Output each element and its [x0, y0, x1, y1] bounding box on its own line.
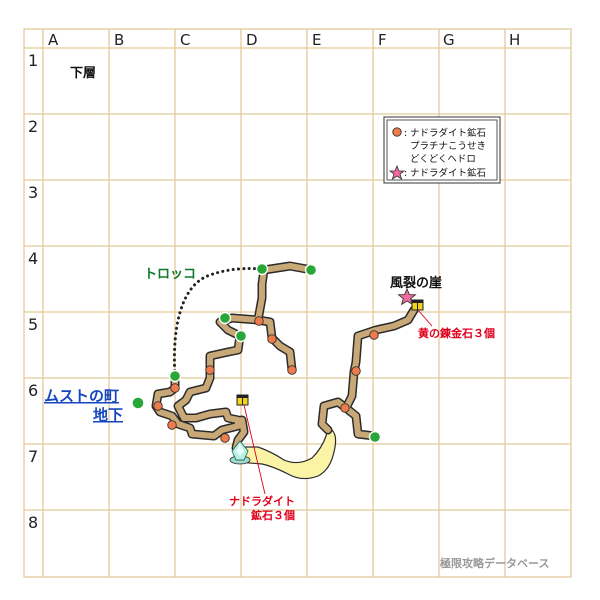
pointer-line	[417, 309, 433, 327]
ore-point-icon[interactable]	[205, 365, 215, 375]
row-label-2: 2	[28, 117, 38, 136]
legend-circle-item-2: プラチナこうせき	[410, 141, 486, 152]
ore-point-icon[interactable]	[267, 334, 277, 344]
col-label-e: E	[312, 31, 321, 49]
row-label-4: 4	[28, 249, 38, 268]
chest-label-right: 黄の錬金石３個	[418, 326, 495, 340]
ore-point-icon[interactable]	[167, 420, 177, 430]
ore-point-icon[interactable]	[340, 403, 350, 413]
legend-star-item: ナドラダイト鉱石	[410, 167, 486, 179]
pointer-line	[243, 404, 266, 495]
exit-point-icon[interactable]	[218, 311, 232, 325]
minecart-track	[172, 267, 264, 378]
row-label-3: 3	[28, 183, 38, 202]
row-label-1: 1	[28, 51, 38, 70]
treasure-chest-icon[interactable]	[236, 394, 249, 406]
exit-point-icon[interactable]	[304, 263, 318, 277]
legend: : ナドラダイト鉱石 プラチナこうせき どくどくヘドロ : ナドラダイト鉱石	[383, 116, 501, 184]
col-label-g: G	[443, 31, 455, 49]
ore-point-icon[interactable]	[170, 383, 180, 393]
col-label-d: D	[246, 31, 258, 49]
floor-label: 下層	[70, 66, 96, 81]
treasure-chest-icon[interactable]	[411, 299, 424, 311]
watermark: 極限攻略データベース	[439, 556, 549, 570]
col-label-f: F	[378, 31, 387, 49]
star-ore-icon[interactable]	[397, 287, 417, 306]
ore-point-icon[interactable]	[254, 316, 264, 326]
minecart-label: トロッコ	[144, 267, 196, 282]
col-label-h: H	[509, 31, 520, 49]
row-label-5: 5	[28, 315, 38, 334]
exit-point-icon[interactable]	[131, 396, 145, 410]
map-grid	[23, 28, 572, 578]
ore-point-icon[interactable]	[287, 365, 297, 375]
ore-point-icon[interactable]	[351, 366, 361, 376]
exit-point-icon[interactable]	[255, 262, 269, 276]
cliff-label: 風裂の崖	[390, 275, 442, 291]
star-ore-icon	[388, 164, 406, 180]
col-label-c: C	[180, 31, 190, 49]
row-label-6: 6	[28, 381, 38, 400]
water-area	[235, 429, 337, 480]
legend-circle-item-1: ナドラダイト鉱石	[410, 127, 486, 139]
exit-point-icon[interactable]	[234, 329, 248, 343]
row-label-7: 7	[28, 447, 38, 466]
path-corridors	[151, 261, 419, 453]
ore-point-icon[interactable]	[369, 330, 379, 340]
town-link[interactable]: ムストの町	[44, 387, 119, 405]
ore-point-icon	[392, 127, 402, 137]
exit-point-icon[interactable]	[168, 369, 182, 383]
svg-text::: :	[404, 168, 407, 179]
exit-point-icon[interactable]	[368, 430, 382, 444]
legend-circle-item-3: どくどくヘドロ	[410, 154, 476, 165]
ore-point-icon[interactable]	[153, 401, 163, 411]
town-link-sub[interactable]: 地下	[93, 406, 123, 424]
col-label-b: B	[114, 31, 124, 49]
row-label-8: 8	[28, 513, 38, 532]
chest-label-bottom-line2: 鉱石３個	[251, 508, 295, 522]
crystal-icon[interactable]	[229, 440, 251, 465]
chest-label-bottom-line1: ナドラダイト	[229, 494, 295, 508]
col-label-a: A	[48, 31, 59, 49]
svg-text::: :	[404, 128, 407, 139]
ore-point-icon[interactable]	[220, 433, 230, 443]
